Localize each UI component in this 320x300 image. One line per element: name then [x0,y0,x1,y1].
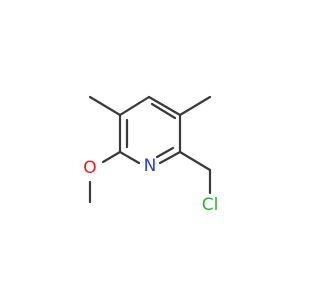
molecule-structure: N O Cl [83,95,219,215]
bond-c3-c4-inner [150,102,177,120]
bond-c5-methyl [88,95,122,117]
chlorine-atom-label: Cl [202,195,219,215]
bond-c5-c4 [118,95,151,117]
nitrogen-atom-label: N [144,156,157,176]
bond-c2-n-inner [155,146,175,159]
bond-c2-n [158,150,182,165]
structure-canvas: N O Cl [83,95,219,215]
bond-c4-c3 [147,95,182,117]
bond-n-c6 [118,150,141,165]
bond-c6-o [101,150,122,164]
bond-c3-methyl [178,95,212,117]
oxygen-atom-label: O [83,158,96,178]
bond-c2-ch2 [178,150,212,172]
